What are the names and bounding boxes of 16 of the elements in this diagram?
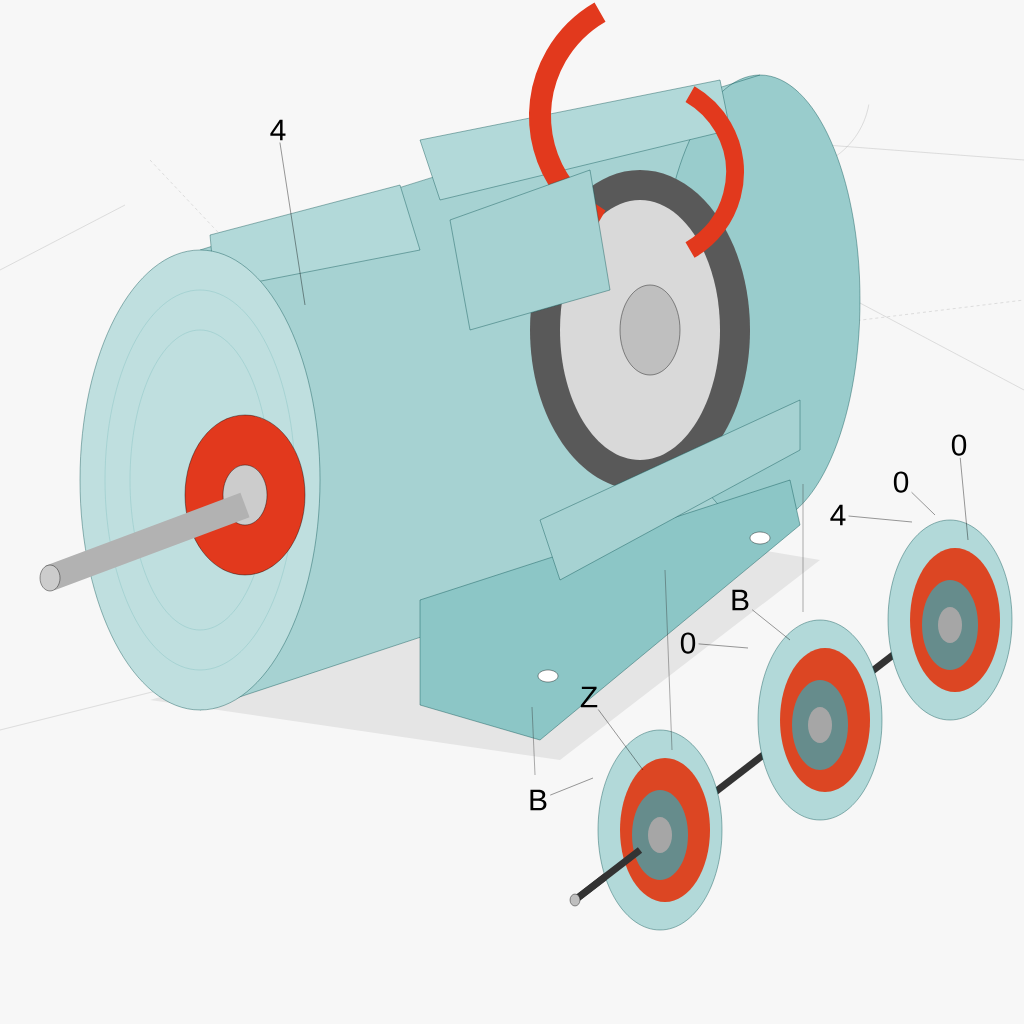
callout-number: B <box>530 789 547 811</box>
callout-number: 0 <box>951 434 967 456</box>
callout-number: Z <box>580 686 598 708</box>
leader-line <box>279 142 306 306</box>
callout-number: 0 <box>680 632 696 654</box>
callout-number: 4 <box>830 504 846 526</box>
callout-number: B <box>732 589 749 611</box>
leader-line <box>698 643 749 649</box>
leader-line <box>752 609 791 641</box>
leader-line <box>848 515 913 523</box>
callout-number: 0 <box>893 471 909 493</box>
leader-line <box>960 457 969 541</box>
leader-line <box>911 492 936 516</box>
callout-number: 4 <box>270 119 286 141</box>
leader-line <box>598 709 644 771</box>
leader-line <box>550 777 594 796</box>
